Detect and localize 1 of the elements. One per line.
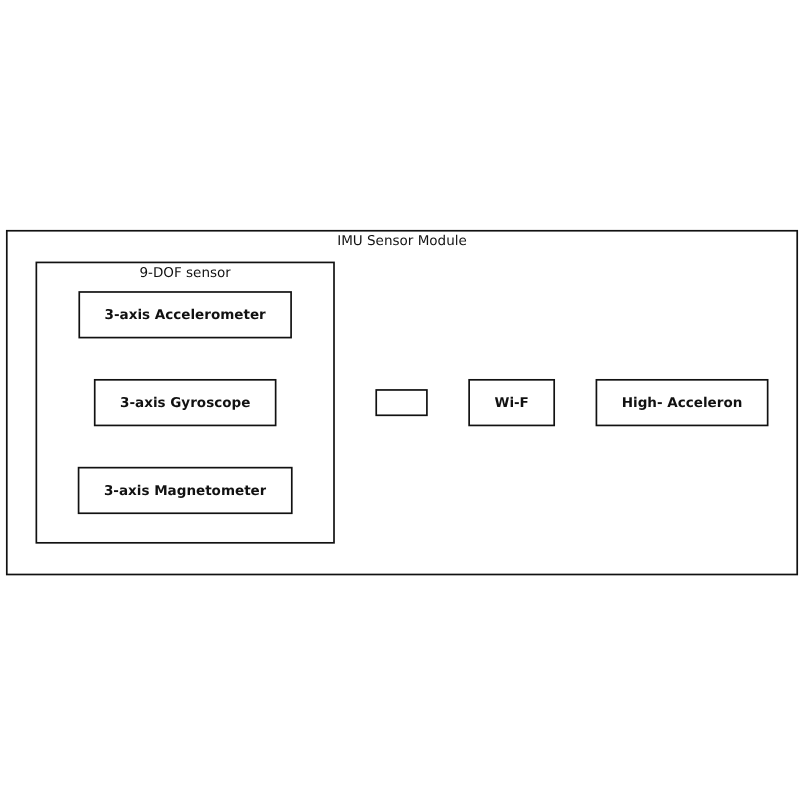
node-box <box>375 388 428 416</box>
